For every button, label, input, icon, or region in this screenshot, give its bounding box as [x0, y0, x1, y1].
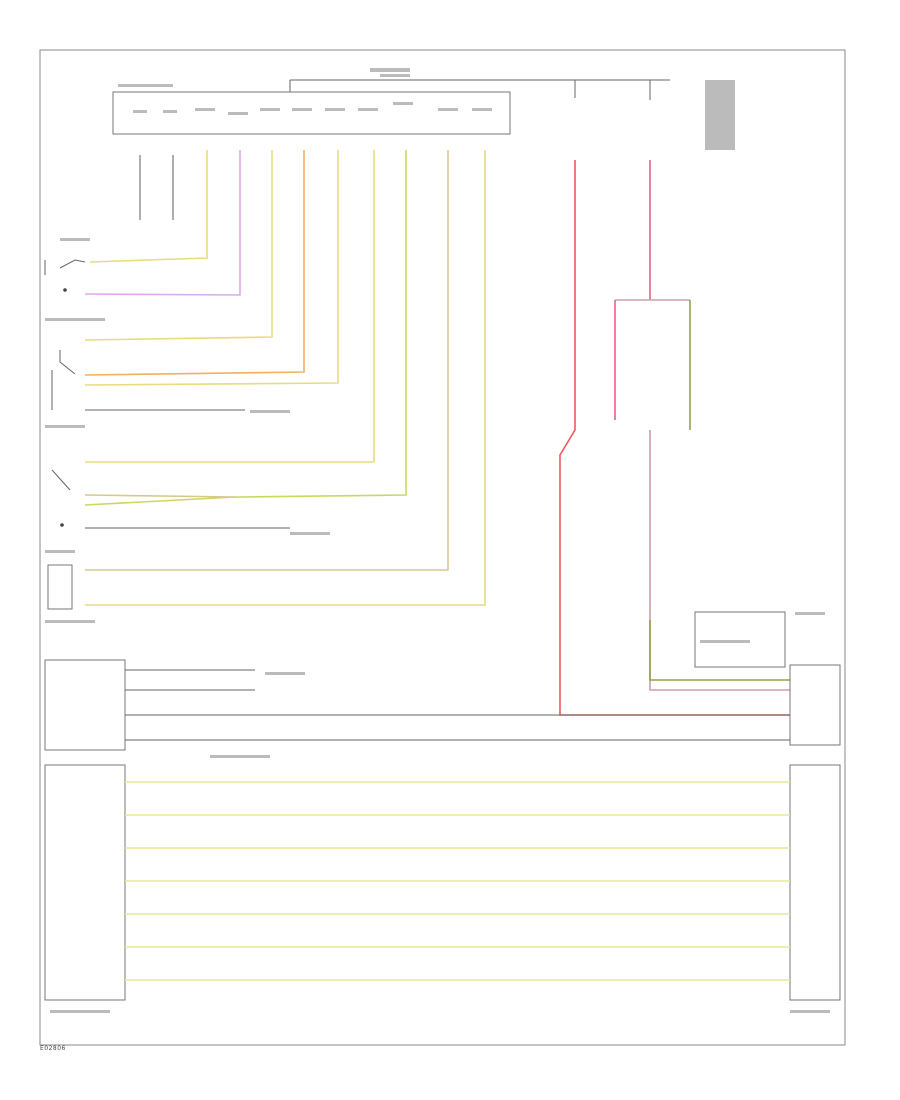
wire-5 — [84, 150, 273, 341]
left-module — [44, 659, 126, 751]
wire-gray-down — [649, 430, 790, 691]
right-bottom-module — [789, 764, 841, 1001]
wire-8 — [85, 150, 375, 463]
wire-9 — [84, 150, 407, 506]
left-bottom-module — [44, 764, 126, 1001]
wire-10 — [85, 150, 449, 571]
wire-12 — [84, 494, 236, 498]
diagram-frame — [39, 49, 846, 1046]
wire-7 — [84, 150, 339, 386]
wire-olive-down — [649, 620, 790, 681]
wire-11 — [85, 150, 486, 606]
control-modules — [44, 659, 841, 758]
bottom-bus — [44, 764, 841, 1013]
right-module — [789, 664, 841, 746]
wire-6 — [84, 150, 305, 376]
fuse-junction-box — [112, 68, 735, 150]
left-switches — [44, 238, 330, 623]
right-wires — [559, 160, 825, 716]
wire-4 — [84, 150, 241, 296]
wire-3 — [89, 150, 208, 263]
page-id: E02806 — [40, 1045, 66, 1052]
fuse-wires — [84, 150, 486, 606]
